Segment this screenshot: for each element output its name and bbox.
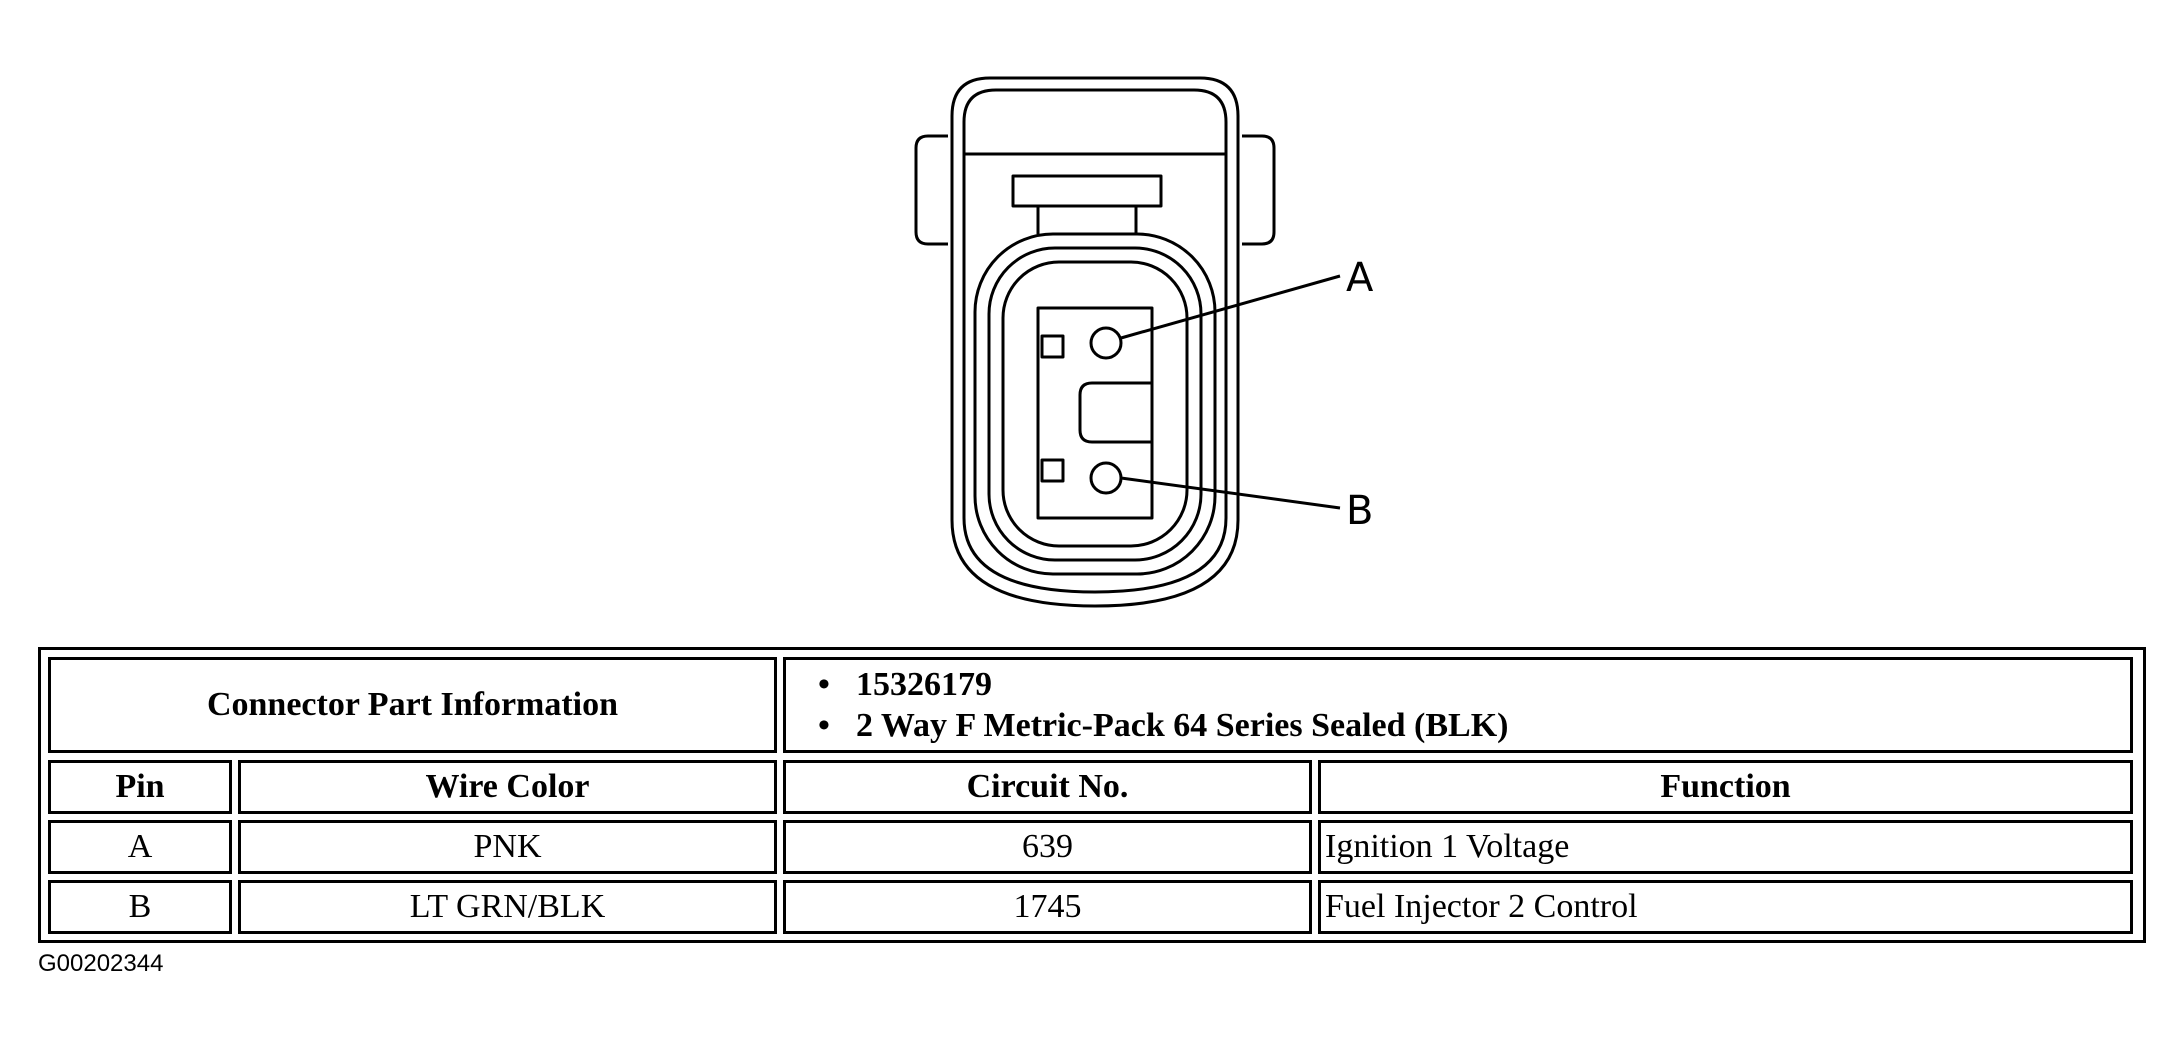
lock-tab-stem (1036, 206, 1138, 234)
table-row-a-pin: A (48, 820, 232, 874)
part-info-label: Connector Part Information (206, 685, 619, 723)
table-row-b-wire-color: LT GRN/BLK (238, 880, 777, 934)
figure-id: G00202344 (38, 950, 164, 977)
header-circuit-no-text: Circuit No. (966, 767, 1129, 805)
seal-ring-middle (987, 246, 1203, 562)
part-info-value-cell: 15326179 2 Way F Metric-Pack 64 Series S… (783, 657, 2133, 753)
pin-label-a: A (1346, 255, 1374, 301)
connector-info-table: Connector Part Information 15326179 2 Wa… (38, 647, 2146, 943)
terminal-lock-b (1040, 458, 1065, 483)
part-number: 15326179 (790, 664, 2130, 705)
header-wire-color: Wire Color (238, 760, 777, 814)
pin-b-cavity (1089, 461, 1123, 495)
header-function: Function (1318, 760, 2133, 814)
connector-description: 2 Way F Metric-Pack 64 Series Sealed (BL… (790, 705, 2130, 746)
cell-text: 639 (1022, 827, 1073, 865)
table-row-b-function: Fuel Injector 2 Control (1318, 880, 2133, 934)
cell-text: A (127, 827, 153, 865)
cell-text: 1745 (1013, 887, 1082, 925)
leader-line-b (1120, 476, 1341, 510)
terminal-lock-a (1040, 334, 1065, 359)
header-wire-color-text: Wire Color (425, 767, 590, 805)
header-circuit-no: Circuit No. (783, 760, 1312, 814)
cell-text: Fuel Injector 2 Control (1325, 887, 1638, 925)
cell-text: PNK (473, 827, 542, 865)
cell-text: LT GRN/BLK (409, 887, 606, 925)
lock-tab (1011, 174, 1163, 208)
pin-label-b: B (1346, 488, 1373, 534)
connector-diagram: A B (914, 76, 1374, 608)
part-info-label-cell: Connector Part Information (48, 657, 777, 753)
header-function-text: Function (1660, 767, 1791, 805)
right-latch (1242, 134, 1276, 246)
leader-line-a (1120, 274, 1341, 340)
seal-ring-outer (973, 232, 1217, 576)
table-row-b-circuit: 1745 (783, 880, 1312, 934)
cell-text: Ignition 1 Voltage (1325, 827, 1570, 865)
table-row-a-wire-color: PNK (238, 820, 777, 874)
part-info-list: 15326179 2 Way F Metric-Pack 64 Series S… (790, 664, 2130, 746)
table-row-a-function: Ignition 1 Voltage (1318, 820, 2133, 874)
table-row-a-circuit: 639 (783, 820, 1312, 874)
table-row-b-pin: B (48, 880, 232, 934)
pin-a-cavity (1089, 326, 1123, 360)
keying-notch (1078, 381, 1152, 444)
header-pin: Pin (48, 760, 232, 814)
seal-ring-inner (1001, 260, 1189, 548)
connector-body-outer (950, 76, 1240, 608)
header-pin-text: Pin (115, 767, 165, 805)
cell-text: B (128, 887, 152, 925)
connector-body-inner (962, 88, 1228, 594)
terminal-face (1036, 306, 1154, 520)
left-latch (914, 134, 948, 246)
